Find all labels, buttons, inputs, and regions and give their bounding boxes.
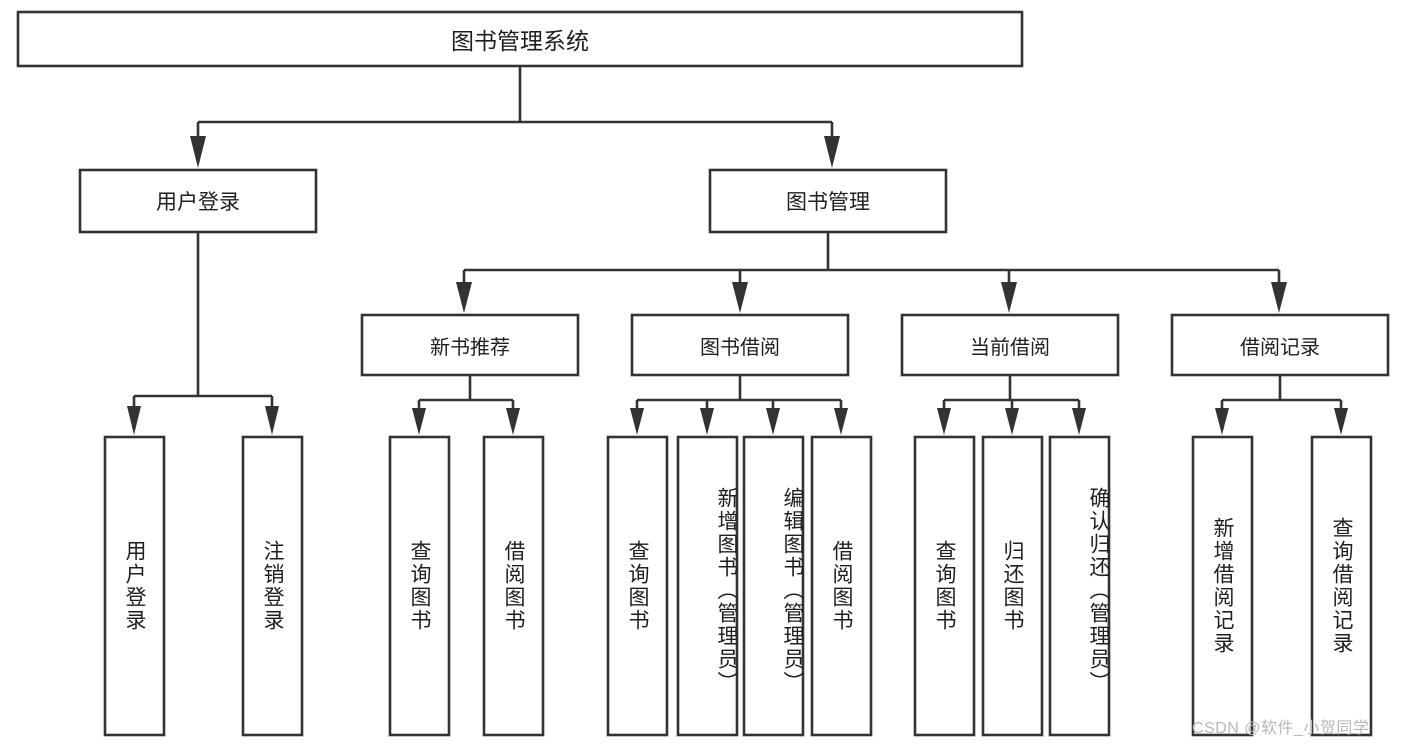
- connectors-new-book-rec-to-leaves: [412, 375, 520, 435]
- arrow-head-leaf-add-record: [1215, 408, 1229, 435]
- node-box-leaf-query-book-c[interactable]: [913, 435, 976, 737]
- csdn-watermark: CSDN @软件_小贺同学: [1192, 720, 1370, 737]
- node-box-leaf-borrow-book-a[interactable]: [482, 435, 545, 737]
- node-box-leaf-edit-book[interactable]: [742, 435, 805, 737]
- arrow-head-leaf-user-login: [127, 406, 141, 435]
- connectors-current-borrow-to-leaves: [937, 375, 1086, 435]
- connectors-user-login-to-leaves: [127, 232, 279, 435]
- arrow-head-leaf-edit-book: [766, 408, 780, 435]
- node-box-leaf-add-book[interactable]: [676, 435, 739, 737]
- node-box-leaf-query-book-b[interactable]: [606, 435, 669, 737]
- node-box-leaf-logout[interactable]: [241, 435, 304, 737]
- arrow-head-book-manage: [824, 136, 840, 168]
- arrow-head-leaf-add-book: [700, 408, 714, 435]
- arrow-head-current-borrow: [1001, 282, 1017, 313]
- node-box-leaf-user-login[interactable]: [103, 435, 166, 737]
- arrow-head-leaf-query-book-c: [937, 408, 951, 435]
- connectors-book-borrow-to-leaves: [630, 375, 848, 435]
- node-box-leaf-borrow-book-b[interactable]: [810, 435, 873, 737]
- node-box-new-book-rec[interactable]: [360, 313, 580, 377]
- arrow-head-leaf-return-book: [1005, 408, 1019, 435]
- arrow-head-leaf-query-record: [1334, 408, 1348, 435]
- node-box-current-borrow[interactable]: [900, 313, 1120, 377]
- node-box-leaf-query-record[interactable]: [1310, 435, 1373, 737]
- node-box-leaf-add-record[interactable]: [1191, 435, 1254, 737]
- node-box-book-manage[interactable]: [708, 168, 948, 234]
- arrow-head-book-borrow: [732, 282, 748, 313]
- connectors-book-manage-to-level3: [456, 232, 1287, 313]
- arrow-head-user-login: [190, 136, 206, 168]
- node-box-user-login[interactable]: [78, 168, 318, 234]
- arrow-head-borrow-record: [1271, 282, 1287, 313]
- arrow-head-leaf-borrow-book-a: [506, 408, 520, 435]
- node-box-leaf-confirm-return[interactable]: [1048, 435, 1111, 737]
- node-box-book-borrow[interactable]: [630, 313, 850, 377]
- arrow-head-new-book-rec: [456, 282, 472, 313]
- arrow-head-leaf-query-book-a: [412, 408, 426, 435]
- node-box-leaf-query-book-a[interactable]: [388, 435, 451, 737]
- arrow-head-leaf-borrow-book-b: [834, 408, 848, 435]
- arrow-head-leaf-query-book-b: [630, 408, 644, 435]
- node-box-borrow-record[interactable]: [1170, 313, 1390, 377]
- connectors-root-to-level2: [190, 66, 840, 168]
- arrow-head-leaf-confirm-return: [1072, 408, 1086, 435]
- node-box-leaf-return-book[interactable]: [981, 435, 1044, 737]
- connectors-borrow-record-to-leaves: [1215, 375, 1348, 435]
- arrow-head-leaf-logout: [265, 406, 279, 435]
- node-box-root[interactable]: [16, 10, 1024, 68]
